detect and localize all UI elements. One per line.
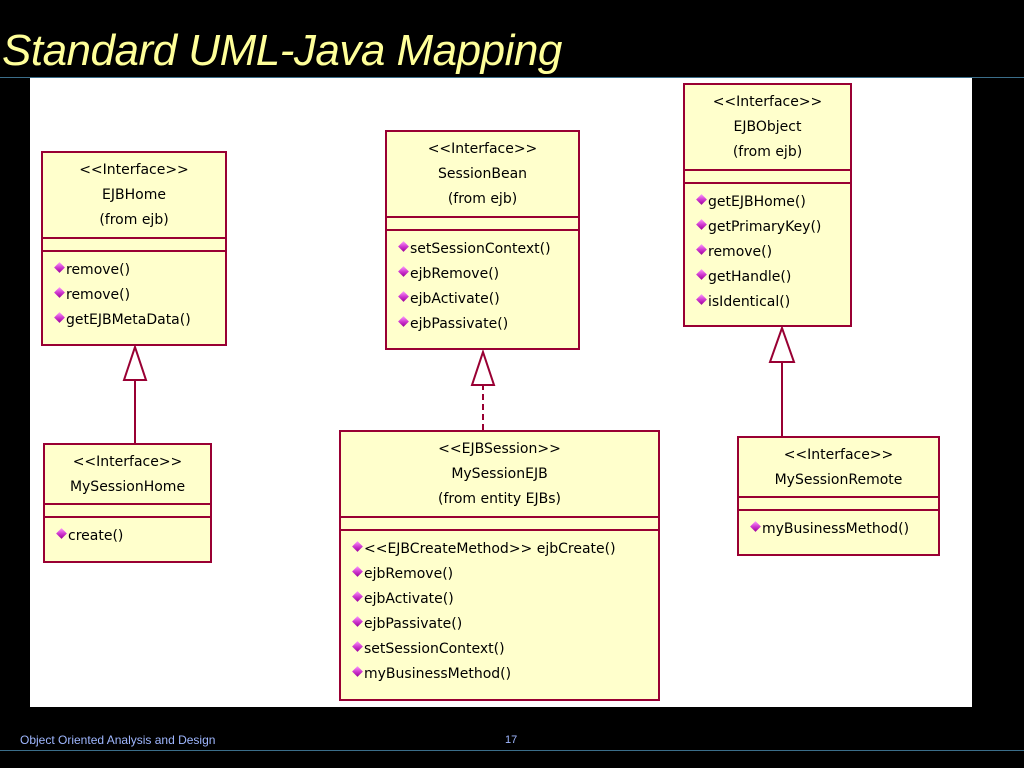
operation-item: ejbRemove(): [398, 262, 578, 287]
class-my-session-ejb: <<EJBSession>> MySessionEJB (from entity…: [339, 430, 660, 701]
class-stereotype: <<Interface>>: [72, 454, 183, 470]
class-name: MySessionEJB: [451, 466, 548, 482]
operation-list: create(): [45, 518, 210, 549]
operation-list: myBusinessMethod(): [739, 511, 938, 542]
operation-item: getHandle(): [696, 265, 850, 290]
operation-item: getPrimaryKey(): [696, 215, 850, 240]
operation-list: <<EJBCreateMethod>> ejbCreate() ejbRemov…: [341, 531, 658, 687]
attribute-compartment: [739, 498, 938, 511]
operation-item: remove(): [54, 283, 225, 308]
operation-label: setSessionContext(): [410, 241, 551, 257]
footer-page-number: 17: [505, 734, 518, 746]
operation-list: setSessionContext() ejbRemove() ejbActiv…: [387, 231, 578, 337]
operation-item: setSessionContext(): [398, 237, 578, 262]
class-package: (from ejb): [447, 191, 518, 207]
slide-title: Standard UML-Java Mapping: [2, 26, 562, 75]
operation-label: ejbPassivate(): [364, 616, 463, 632]
class-stereotype: <<Interface>>: [783, 447, 894, 463]
class-ejb-home: <<Interface>> EJBHome (from ejb) remove(…: [41, 151, 227, 346]
generalization-remote-to-ejbobject: [768, 324, 796, 436]
operation-item: <<EJBCreateMethod>> ejbCreate(): [352, 537, 658, 562]
operation-label: ejbRemove(): [410, 266, 500, 282]
title-divider: [0, 77, 1024, 78]
operation-item: remove(): [54, 258, 225, 283]
class-session-bean: <<Interface>> SessionBean (from ejb) set…: [385, 130, 580, 350]
attribute-compartment: [341, 518, 658, 531]
footer-divider: [0, 750, 1024, 751]
operation-label: getPrimaryKey(): [708, 219, 822, 235]
class-stereotype: <<Interface>>: [712, 94, 823, 110]
operation-item: ejbRemove(): [352, 562, 658, 587]
hollow-triangle-arrowhead: [470, 348, 496, 386]
operation-label: ejbActivate(): [364, 591, 454, 607]
operation-list: remove() remove() getEJBMetaData(): [43, 252, 225, 333]
class-name: MySessionRemote: [774, 472, 903, 488]
generalization-home-to-ejbhome: [122, 343, 148, 443]
class-stereotype: <<EJBSession>>: [438, 441, 561, 457]
attribute-compartment: [387, 218, 578, 231]
operation-item: myBusinessMethod(): [750, 517, 938, 542]
operation-label: <<EJBCreateMethod>> ejbCreate(): [364, 541, 616, 557]
class-name: SessionBean: [437, 166, 528, 182]
class-stereotype: <<Interface>>: [79, 162, 189, 178]
operation-item: setSessionContext(): [352, 637, 658, 662]
operation-label: getEJBHome(): [708, 194, 806, 210]
class-name: EJBHome: [102, 187, 166, 203]
operation-item: create(): [56, 524, 210, 549]
class-package: (from entity EJBs): [438, 491, 561, 507]
operation-label: myBusinessMethod(): [762, 521, 910, 537]
operation-item: myBusinessMethod(): [352, 662, 658, 687]
footer-course-title: Object Oriented Analysis and Design: [20, 733, 216, 747]
operation-label: ejbPassivate(): [410, 316, 509, 332]
operation-list: getEJBHome() getPrimaryKey() remove() ge…: [685, 184, 850, 315]
operation-item: ejbPassivate(): [398, 312, 578, 337]
operation-label: remove(): [66, 287, 131, 303]
operation-label: getEJBMetaData(): [66, 312, 191, 328]
attribute-compartment: [43, 239, 225, 252]
operation-label: isIdentical(): [708, 294, 791, 310]
operation-label: myBusinessMethod(): [364, 666, 512, 682]
class-package: (from ejb): [99, 212, 169, 228]
class-name: EJBObject: [733, 119, 802, 135]
realization-ejb-to-sessionbean: [470, 348, 496, 430]
hollow-triangle-arrowhead: [768, 324, 796, 363]
operation-item: getEJBHome(): [696, 190, 850, 215]
operation-label: ejbRemove(): [364, 566, 454, 582]
class-name: MySessionHome: [69, 479, 186, 495]
operation-label: ejbActivate(): [410, 291, 500, 307]
operation-item: remove(): [696, 240, 850, 265]
class-my-session-remote: <<Interface>> MySessionRemote myBusiness…: [737, 436, 940, 556]
operation-label: setSessionContext(): [364, 641, 505, 657]
class-ejb-object: <<Interface>> EJBObject (from ejb) getEJ…: [683, 83, 852, 327]
class-my-session-home: <<Interface>> MySessionHome create(): [43, 443, 212, 563]
operation-item: ejbActivate(): [352, 587, 658, 612]
operation-item: getEJBMetaData(): [54, 308, 225, 333]
operation-item: ejbActivate(): [398, 287, 578, 312]
operation-label: create(): [68, 528, 124, 544]
class-package: (from ejb): [732, 144, 803, 160]
operation-item: isIdentical(): [696, 290, 850, 315]
operation-label: remove(): [708, 244, 773, 260]
attribute-compartment: [45, 505, 210, 518]
hollow-triangle-arrowhead: [122, 343, 148, 381]
operation-label: getHandle(): [708, 269, 792, 285]
class-stereotype: <<Interface>>: [427, 141, 538, 157]
attribute-compartment: [685, 171, 850, 184]
operation-item: ejbPassivate(): [352, 612, 658, 637]
operation-label: remove(): [66, 262, 131, 278]
